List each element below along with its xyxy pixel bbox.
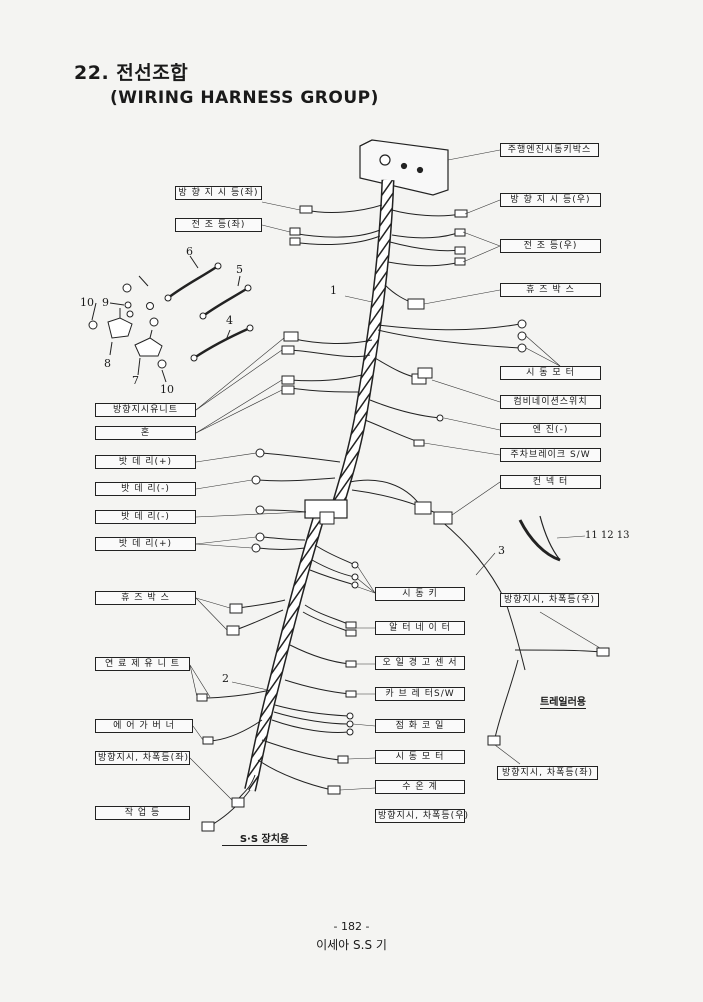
label-connector: 컨 넥 터 [500, 475, 601, 489]
part-number: 10 [160, 383, 174, 396]
label-turn-side-light-left: 방향지시, 차폭등(좌) [95, 751, 190, 765]
label-oil-warning-sensor: 오 일 경 고 센 서 [375, 656, 465, 670]
part-number: 7 [132, 374, 139, 387]
label-turn-signal-unit: 방향지시유니트 [95, 403, 196, 417]
label-ignition-coil: 점 화 코 일 [375, 719, 465, 733]
label-travel-engine-key-box: 주행엔진시동키박스 [500, 143, 599, 157]
part-number: 11 12 13 [585, 530, 630, 541]
part-number: 3 [498, 544, 505, 557]
part-number: 10 [80, 296, 94, 309]
label-combination-switch: 컴비네이션스위치 [500, 395, 601, 409]
label-battery-positive-2: 밧 데 리(+) [95, 537, 196, 551]
label-start-key: 시 동 키 [375, 587, 465, 601]
part-number: 4 [226, 314, 233, 327]
label-fuse-box-right: 휴 즈 박 스 [500, 283, 601, 297]
label-starter-motor-lower: 시 동 모 터 [375, 750, 465, 764]
label-alternator: 알 터 네 이 터 [375, 621, 465, 635]
label-starter-motor-upper: 시 동 모 터 [500, 366, 601, 380]
label-headlight-left: 전 조 등(좌) [175, 218, 262, 232]
label-horn: 혼 [95, 426, 196, 440]
label-fuse-box-left: 휴 즈 박 스 [95, 591, 196, 605]
label-work-light: 작 업 등 [95, 806, 190, 820]
label-air-governor: 에 어 가 버 너 [95, 719, 193, 733]
page-number: - 182 - [333, 920, 370, 933]
part-number: 2 [222, 672, 229, 685]
label-engine-negative: 엔 진(-) [500, 423, 601, 437]
label-trailer-turn-side-right: 방향지시, 차폭등(우) [500, 593, 599, 607]
label-battery-negative-1: 밧 데 리(-) [95, 482, 196, 496]
key-box [359, 139, 449, 196]
label-battery-negative-2: 밧 데 리(-) [95, 510, 196, 524]
caption-trailer: 트레일러용 [540, 693, 586, 709]
label-trailer-turn-side-left: 방향지시, 차폭등(좌) [497, 766, 598, 780]
label-turn-signal-right: 방 향 지 시 등(우) [500, 193, 601, 207]
part-number: 6 [186, 245, 193, 258]
exploded-parts [88, 255, 561, 562]
page-title: 22. 전선조합 [74, 62, 189, 84]
label-headlight-right: 전 조 등(우) [500, 239, 601, 253]
label-parking-brake-switch: 주차브레이크 S/W [500, 448, 601, 462]
page-subtitle: (WIRING HARNESS GROUP) [110, 88, 379, 108]
part-number: 1 [330, 284, 337, 297]
part-number: 9 [102, 296, 109, 309]
label-carburetor-switch: 카 브 레 터S/W [375, 687, 465, 701]
footer-model: 이세아 S.S 기 [316, 938, 387, 952]
label-turn-signal-left: 방 향 지 시 등(좌) [175, 186, 262, 200]
leader-lines [189, 149, 601, 801]
caption-ss-device: S·S 장치용 [222, 830, 307, 846]
label-battery-positive-1: 밧 데 리(+) [95, 455, 196, 469]
part-number: 8 [104, 357, 111, 370]
label-fuel-control-unit: 연 료 제 유 니 트 [95, 657, 190, 671]
part-number: 5 [236, 263, 243, 276]
label-water-temp-gauge: 수 온 계 [375, 780, 465, 794]
label-turn-side-light-right: 방향지시, 차폭등(우) [375, 809, 468, 823]
